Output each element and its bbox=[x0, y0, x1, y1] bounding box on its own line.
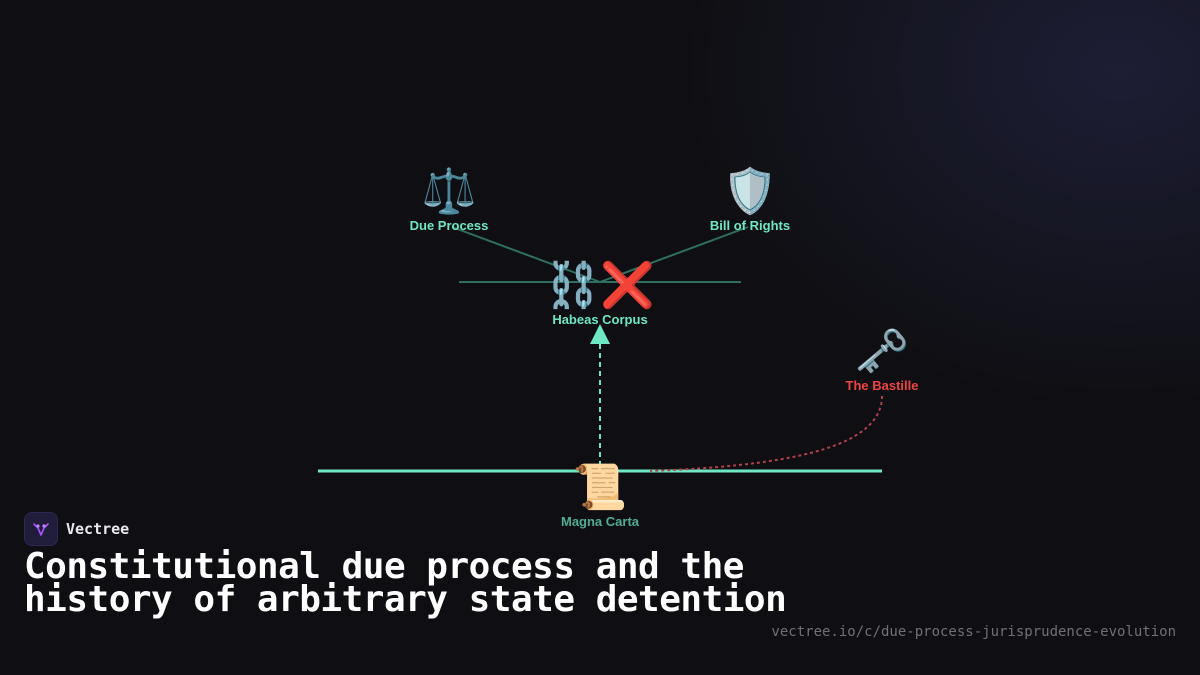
node-label-habeas-corpus: Habeas Corpus bbox=[552, 312, 648, 327]
node-due-process[interactable]: ⚖️ Due Process bbox=[359, 167, 539, 234]
edge-due-process-habeas bbox=[451, 226, 601, 283]
edge-bill-of-rights-habeas bbox=[599, 226, 749, 283]
brand-name: Vectree bbox=[66, 520, 130, 538]
shield-icon: 🛡️ bbox=[722, 167, 778, 216]
source-url[interactable]: vectree.io/c/due-process-jurisprudence-e… bbox=[771, 624, 1176, 640]
brand[interactable]: Vectree bbox=[24, 512, 129, 546]
broken-chains-icon: ⛓️❌ bbox=[545, 261, 655, 310]
node-bill-of-rights[interactable]: 🛡️ Bill of Rights bbox=[660, 167, 840, 234]
node-label-bill-of-rights: Bill of Rights bbox=[709, 218, 791, 233]
node-habeas-corpus[interactable]: ⛓️❌ Habeas Corpus bbox=[510, 261, 690, 328]
vectree-logo-icon bbox=[24, 512, 58, 546]
node-magna-carta[interactable]: 📜 Magna Carta bbox=[510, 463, 690, 530]
page-title: Constitutional due process and the histo… bbox=[24, 546, 787, 620]
node-label-the-bastille: The Bastille bbox=[845, 378, 919, 393]
node-label-magna-carta: Magna Carta bbox=[560, 514, 640, 529]
old-key-icon: 🗝️ bbox=[854, 327, 910, 376]
node-label-due-process: Due Process bbox=[409, 218, 489, 233]
scroll-icon: 📜 bbox=[572, 463, 628, 512]
scales-icon: ⚖️ bbox=[421, 167, 477, 216]
edge-bastille-magna-carta bbox=[649, 395, 883, 472]
node-the-bastille[interactable]: 🗝️ The Bastille bbox=[792, 327, 972, 394]
